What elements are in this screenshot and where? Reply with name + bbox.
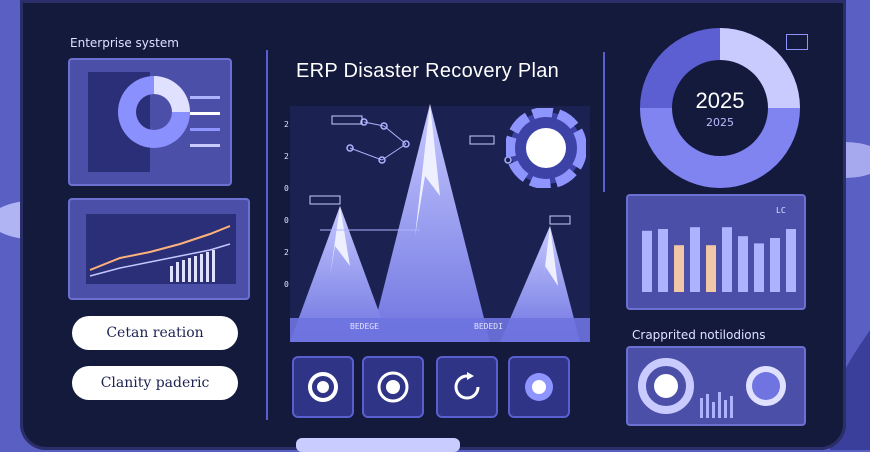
refresh-button[interactable]: [436, 356, 498, 418]
donut-icon: [88, 72, 220, 172]
bar: [770, 238, 780, 292]
window-icon[interactable]: [786, 34, 808, 50]
axis-label-4: 0: [284, 216, 289, 225]
bar: [706, 245, 716, 292]
axis-label-1: 2: [284, 120, 289, 129]
sync-icon: [308, 372, 338, 402]
circle-icon: [525, 373, 553, 401]
bar: [658, 229, 668, 292]
header-label: Enterprise system: [70, 36, 179, 50]
year-donut: [640, 28, 800, 188]
left-chart-panel: [68, 198, 250, 300]
bar: [674, 245, 684, 292]
bar-chart-panel: LC: [626, 194, 806, 310]
left-top-panel: [68, 58, 232, 186]
bar: [738, 236, 748, 292]
bar-chart-tag: LC: [776, 206, 786, 215]
sync-button[interactable]: [292, 356, 354, 418]
bar: [754, 243, 764, 292]
axis-label-6: 0: [284, 280, 289, 289]
refresh-icon: [454, 372, 480, 400]
target-icon: [377, 371, 409, 403]
target-button[interactable]: [362, 356, 424, 418]
bottom-label-1: BEDEGE: [350, 322, 379, 331]
notifications-panel: [626, 346, 806, 426]
year-sub: 2025: [706, 116, 734, 129]
page-title: ERP Disaster Recovery Plan: [296, 60, 560, 82]
bar: [690, 227, 700, 292]
bottom-bar: [296, 438, 460, 452]
year-value: 2025: [695, 88, 745, 113]
notifications-label: Crapprited notilodions: [632, 328, 766, 342]
divider-left: [266, 50, 268, 420]
bar: [722, 227, 732, 292]
clanity-paderic-button[interactable]: Clanity paderic: [72, 366, 238, 400]
circle-button[interactable]: [508, 356, 570, 418]
axis-label-2: 2: [284, 152, 289, 161]
bottom-label-2: BEDEDI: [474, 322, 503, 331]
cetan-reation-button[interactable]: Cetan reation: [72, 316, 238, 350]
bar: [642, 230, 652, 292]
axis-label-3: 0: [284, 184, 289, 193]
bar: [786, 229, 796, 292]
axis-label-5: 2: [284, 248, 289, 257]
divider-right: [603, 52, 605, 192]
ring-icon: [506, 108, 586, 188]
bar-chart: [642, 227, 796, 292]
